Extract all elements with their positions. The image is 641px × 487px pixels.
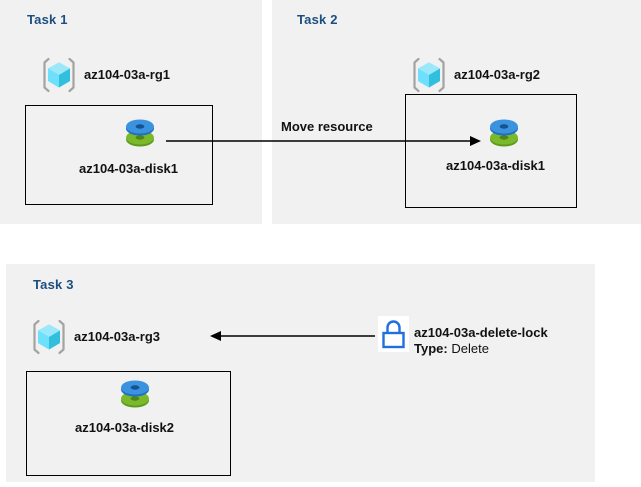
resource-group-icon [30, 318, 68, 356]
task-title-1: Task 1 [27, 12, 68, 27]
disk-label-2: az104-03a-disk1 [446, 158, 546, 173]
resource-group-label-2: az104-03a-rg2 [454, 67, 540, 82]
lock-type-key: Type: [414, 341, 448, 356]
lock-name-label: az104-03a-delete-lock [414, 325, 548, 340]
lock-type-label: Type: Delete [414, 341, 489, 356]
resource-group-icon [40, 56, 78, 94]
disk-icon [118, 376, 152, 414]
flow-label-move-resource: Move resource [281, 119, 373, 134]
task-title-2: Task 2 [297, 12, 338, 27]
resource-group-label-3: az104-03a-rg3 [74, 329, 160, 344]
disk-icon [487, 115, 521, 153]
disk-label-1: az104-03a-disk1 [79, 161, 179, 176]
resource-group-icon [410, 56, 448, 94]
resource-group-label-1: az104-03a-rg1 [84, 67, 170, 82]
task-title-3: Task 3 [33, 277, 74, 292]
lock-type-value: Delete [451, 341, 489, 356]
disk-icon [123, 115, 157, 153]
task-1-resource-container [25, 105, 213, 205]
task-2-resource-container [405, 94, 577, 208]
lock-icon [378, 316, 409, 352]
disk-label-3: az104-03a-disk2 [75, 420, 175, 435]
